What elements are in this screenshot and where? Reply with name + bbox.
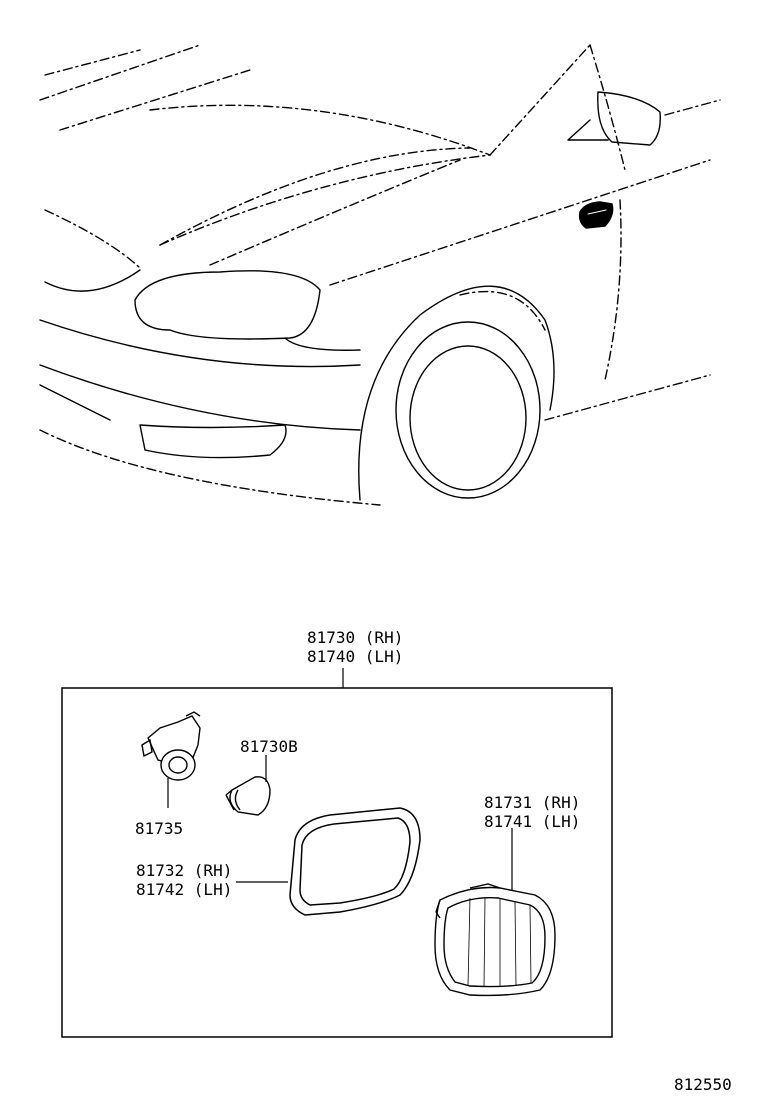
- hood-front-edge: [44, 209, 141, 269]
- wheel-arch-inner: [459, 290, 546, 331]
- bumper-lower: [39, 429, 381, 506]
- car-front-illustration: [39, 44, 721, 506]
- lens-part: [434, 883, 556, 997]
- wheel-arch: [358, 285, 555, 501]
- socket-part: [141, 711, 201, 781]
- callout-lens-rh: 81731 (RH): [484, 793, 580, 812]
- side-marker-on-car: [578, 201, 614, 229]
- callout-socket: 81735: [135, 819, 183, 838]
- windshield-line: [59, 69, 251, 131]
- body-character-line: [329, 159, 711, 286]
- front-tire: [395, 321, 541, 499]
- hood-rear-edge: [149, 104, 491, 156]
- parts-frame: [61, 687, 613, 1038]
- hood-crease: [159, 147, 471, 246]
- roof-line: [664, 99, 721, 116]
- callout-gasket-lh: 81742 (LH): [136, 880, 232, 899]
- bulb-part: [225, 776, 271, 816]
- a-pillar: [489, 44, 591, 156]
- callout-assembly-lh: 81740 (LH): [307, 647, 403, 666]
- side-mirror: [597, 91, 661, 146]
- windshield-line: [39, 44, 201, 101]
- callout-bulb: 81730B: [240, 737, 298, 756]
- bumper-line: [39, 384, 111, 421]
- bumper-upper: [39, 319, 361, 368]
- windshield-line: [44, 49, 141, 76]
- hood-crease: [209, 159, 461, 266]
- side-mirror-base: [567, 119, 609, 141]
- hood-crease: [159, 154, 491, 246]
- callout-assembly-rh: 81730 (RH): [307, 628, 403, 647]
- callout-gasket-rh: 81732 (RH): [136, 861, 232, 880]
- rocker-line: [544, 374, 711, 421]
- side-marker-highlight: [587, 209, 607, 215]
- bumper-line: [39, 364, 361, 431]
- diagram-id: 812550: [674, 1075, 732, 1094]
- a-pillar-rear: [589, 44, 626, 171]
- front-wheel: [409, 345, 527, 491]
- gasket-part: [289, 807, 421, 916]
- fender-rear-edge: [604, 199, 622, 381]
- headlamp: [134, 270, 321, 340]
- headlamp-lower-trim: [284, 337, 361, 351]
- hood-front-lip: [44, 269, 141, 292]
- callout-lens-lh: 81741 (LH): [484, 812, 580, 831]
- fog-lamp: [139, 424, 287, 459]
